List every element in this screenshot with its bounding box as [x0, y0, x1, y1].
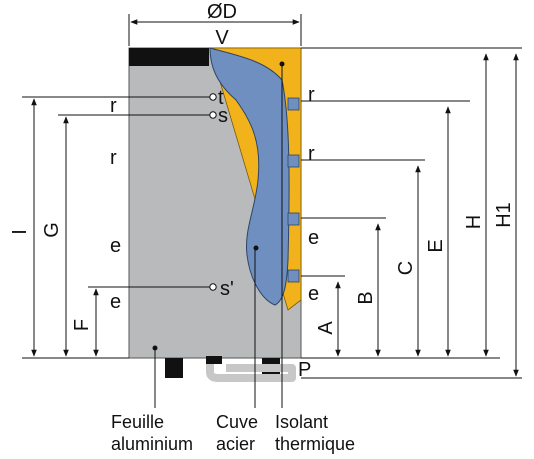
point-s-prime-label: s'	[220, 278, 234, 300]
point-s-label: s	[218, 105, 228, 127]
bottom-pipe	[206, 360, 296, 382]
point-s-marker	[209, 111, 217, 119]
caption-cuve-line1: Cuve	[216, 412, 258, 432]
caption-isolant-line2: thermique	[275, 434, 355, 454]
pipe-cap	[206, 356, 222, 364]
caption-feuille-line1: Feuille	[111, 412, 164, 432]
left-label-r2: r	[110, 147, 117, 169]
caption-cuve-line2: acier	[216, 434, 255, 454]
point-t-label: t	[218, 87, 224, 109]
point-s-prime-marker	[209, 283, 217, 291]
connection-r2	[287, 154, 300, 168]
point-t-marker	[209, 93, 217, 101]
caption-feuille-line2: aluminium	[111, 434, 193, 454]
label-f: F	[71, 319, 93, 331]
label-b: B	[355, 291, 377, 304]
left-label-e1: e	[110, 235, 121, 257]
left-label-r1: r	[110, 95, 117, 117]
right-label-e1: e	[308, 227, 319, 249]
diameter-label: ØD	[207, 1, 237, 23]
label-p: P	[298, 359, 311, 381]
connection-e2	[287, 269, 300, 283]
label-e: E	[425, 239, 447, 252]
left-label-e2: e	[110, 291, 121, 313]
right-label-e2: e	[308, 283, 319, 305]
right-label-r1: r	[308, 84, 315, 106]
v-label: V	[215, 27, 229, 49]
connection-e1	[287, 212, 300, 226]
label-a: A	[315, 321, 337, 335]
connection-r1	[287, 97, 300, 111]
steel-tank	[209, 47, 290, 306]
right-label-r2: r	[308, 143, 315, 165]
label-i: I	[9, 229, 31, 235]
label-h: H	[463, 215, 485, 229]
top-cap	[129, 48, 209, 66]
label-g: G	[41, 222, 63, 238]
label-c: C	[395, 261, 417, 275]
left-foot	[165, 358, 183, 378]
caption-isolant-line1: Isolant	[275, 412, 328, 432]
label-h1: H1	[493, 202, 515, 228]
